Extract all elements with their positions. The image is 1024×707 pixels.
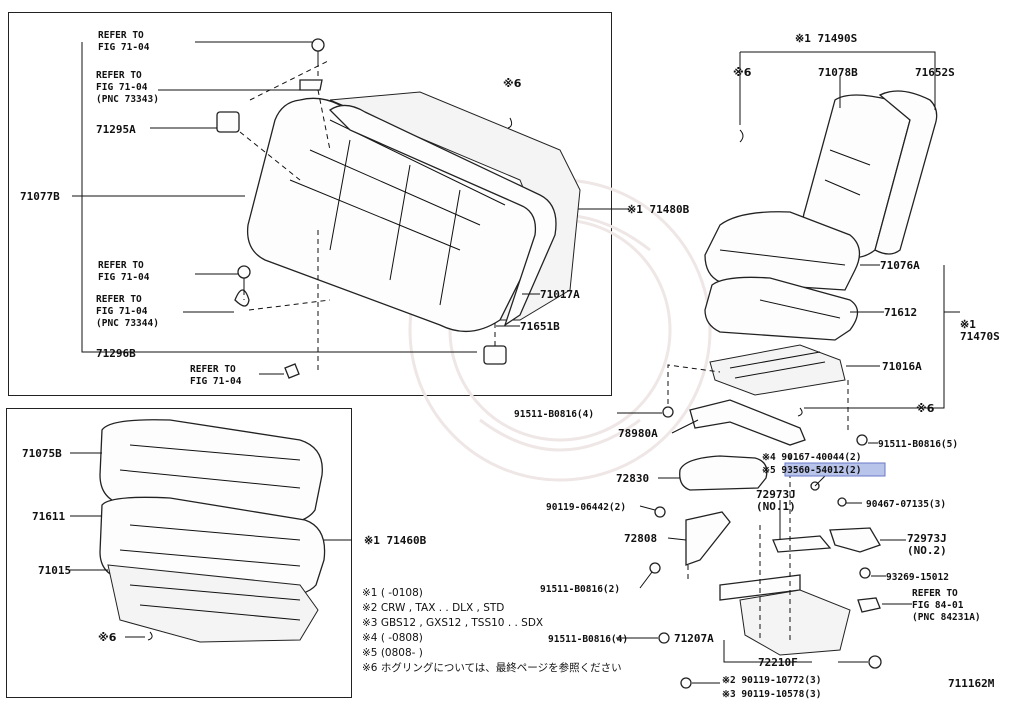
label-line: FIG 71-04 bbox=[98, 272, 150, 283]
text: REFER TO bbox=[98, 260, 144, 271]
label-mark6-right: ※6 bbox=[733, 66, 752, 79]
front-seat-leaders bbox=[616, 51, 960, 684]
figure-code: 711162M bbox=[948, 677, 995, 690]
footnote: ※6 ホグリングについては、最終ページを参照ください bbox=[362, 662, 622, 674]
label-line: (NO.1) bbox=[756, 500, 796, 513]
label-71652s: 71652S bbox=[915, 66, 955, 79]
label-line: FIG 71-04 bbox=[98, 42, 150, 53]
front-seat-drawing bbox=[649, 90, 938, 689]
label-71480b: ※1 71480B bbox=[627, 203, 690, 216]
label-71207a: 71207A bbox=[674, 632, 714, 645]
refer-line: REFER TO bbox=[98, 30, 144, 41]
label-91511-b0816-4-top: 91511-B0816(4) bbox=[514, 409, 594, 420]
label-93560-54012[interactable]: ※5 93560-54012(2) bbox=[762, 465, 861, 476]
text: ※1 bbox=[960, 318, 976, 331]
label-90119-10578: ※3 90119-10578(3) bbox=[722, 689, 821, 700]
rear-seat-cushion-panel bbox=[6, 408, 352, 698]
cushion-leaders bbox=[70, 452, 352, 638]
text: REFER TO bbox=[96, 70, 142, 81]
text: 72973J bbox=[907, 532, 947, 545]
label-71612: 71612 bbox=[884, 306, 917, 319]
label-72808: 72808 bbox=[624, 532, 657, 545]
label-line: (PNC 84231A) bbox=[912, 612, 981, 623]
label-refer-fig-7104-pnc73343: REFER TO FIG 71-04(PNC 73343) bbox=[96, 70, 159, 105]
label-71016a: 71016A bbox=[882, 360, 922, 373]
label-71015: 71015 bbox=[38, 564, 71, 577]
label-71296b: 71296B bbox=[96, 347, 136, 360]
label-71611: 71611 bbox=[32, 510, 65, 523]
footnote: ※2 CRW , TAX . . DLX , STD bbox=[362, 602, 505, 614]
label-91511-b0816-2: 91511-B0816(2) bbox=[540, 584, 620, 595]
label-93269-15012: 93269-15012 bbox=[886, 572, 949, 583]
label-line: 71470S bbox=[960, 330, 1000, 343]
label-71295a: 71295A bbox=[96, 123, 136, 136]
label-72973j-no2: 72973J(NO.2) bbox=[907, 532, 947, 557]
seat-cushion-drawing bbox=[99, 419, 326, 643]
label-line: FIG 71-04 bbox=[190, 376, 242, 387]
label-90119-06442: 90119-06442(2) bbox=[546, 502, 626, 513]
footnotes-list: ※1 ( -0108) ※2 CRW , TAX . . DLX , STD ※… bbox=[362, 586, 622, 676]
footnote: ※3 GBS12 , GXS12 , TSS10 . . SDX bbox=[362, 617, 544, 629]
label-90467-07135: 90467-07135(3) bbox=[866, 499, 946, 510]
label-71076a: 71076A bbox=[880, 259, 920, 272]
text: REFER TO bbox=[96, 294, 142, 305]
footnote: ※4 ( -0808) bbox=[362, 632, 423, 644]
backrest-leaders bbox=[72, 41, 628, 375]
label-71490s: ※1 71490S bbox=[795, 32, 857, 45]
label-91511-b0816-4-bot: 91511-B0816(4) bbox=[548, 634, 628, 645]
label-72830: 72830 bbox=[616, 472, 649, 485]
label-90119-10772: ※2 90119-10772(3) bbox=[722, 675, 821, 686]
label-72973j-no1: 72973J(NO.1) bbox=[756, 488, 796, 513]
label-90167-40044: ※4 90167-40044(2) bbox=[762, 452, 861, 463]
label-line: (NO.2) bbox=[907, 544, 947, 557]
text: 72973J bbox=[756, 488, 796, 501]
text: REFER TO bbox=[190, 364, 236, 375]
footnote: ※1 ( -0108) bbox=[362, 587, 423, 599]
label-71651b: 71651B bbox=[520, 320, 560, 333]
label-line: FIG 71-04 bbox=[96, 306, 148, 317]
label-71075b: 71075B bbox=[22, 447, 62, 460]
label-mark6-frame: ※6 bbox=[916, 402, 935, 415]
label-mark6-top: ※6 bbox=[503, 77, 522, 90]
label-line: FIG 71-04 bbox=[96, 82, 148, 93]
rear-seat-back-panel bbox=[8, 12, 612, 396]
text: REFER TO bbox=[912, 588, 958, 599]
label-72210f: 72210F bbox=[758, 656, 798, 669]
label-line: (PNC 73343) bbox=[96, 94, 159, 105]
label-line: FIG 84-01 bbox=[912, 600, 964, 611]
label-71460b: ※1 71460B bbox=[364, 534, 427, 547]
label-71077b: 71077B bbox=[20, 190, 60, 203]
label-78980a: 78980A bbox=[618, 427, 658, 440]
label-71017a: 71017A bbox=[540, 288, 580, 301]
label-91511-b0816-5: 91511-B0816(5) bbox=[878, 439, 958, 450]
highlight-93560-54012 bbox=[784, 462, 886, 477]
footnote: ※5 (0808- ) bbox=[362, 647, 423, 659]
label-71078b: 71078B bbox=[818, 66, 858, 79]
label-line: (PNC 73344) bbox=[96, 318, 159, 329]
label-mark6-cushion: ※6 bbox=[98, 631, 117, 644]
label-refer-fig-7104-top: REFER TO FIG 71-04 bbox=[98, 30, 150, 53]
seat-back-drawing bbox=[216, 38, 581, 379]
